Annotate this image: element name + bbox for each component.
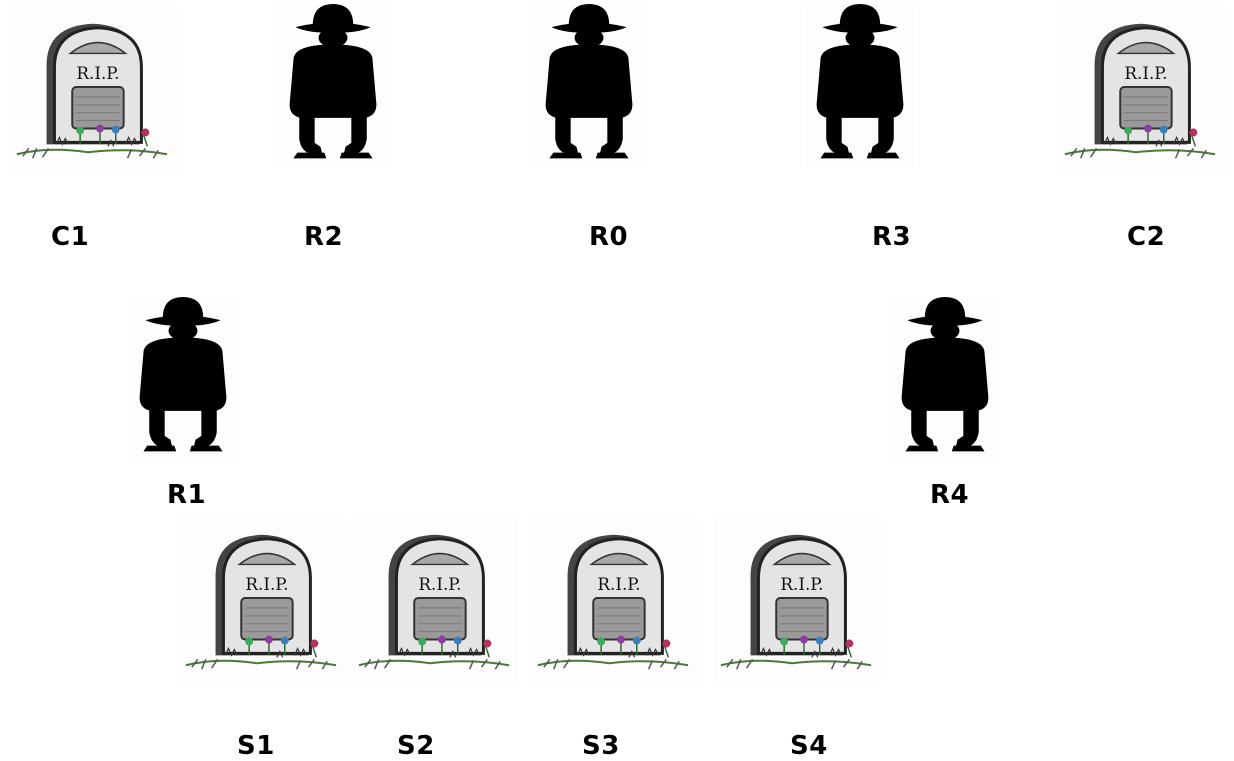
- tombstone-s2: [351, 517, 519, 685]
- label-s3: S3: [582, 733, 620, 759]
- label-s4: S4: [790, 733, 828, 759]
- robber-r4: [890, 297, 1000, 461]
- robber-silhouette-icon: [805, 4, 915, 168]
- label-s2: S2: [397, 733, 435, 759]
- label-s1: S1: [237, 733, 275, 759]
- robber-silhouette-icon: [890, 297, 1000, 461]
- label-r2: R2: [304, 224, 343, 250]
- robber-silhouette-icon: [534, 4, 644, 168]
- robber-r3: [805, 4, 915, 168]
- tombstone-icon: [713, 517, 881, 685]
- tombstone-icon: [351, 517, 519, 685]
- tombstone-c2: [1056, 6, 1226, 174]
- robber-r1: [128, 297, 238, 461]
- tombstone-icon: [1056, 6, 1226, 174]
- tombstone-c1: [8, 6, 178, 174]
- tombstone-icon: [178, 517, 346, 685]
- label-c2: C2: [1127, 224, 1165, 250]
- label-r4: R4: [930, 482, 969, 508]
- robber-r2: [278, 4, 388, 168]
- label-r1: R1: [167, 482, 206, 508]
- robber-r0: [534, 4, 644, 168]
- label-r3: R3: [872, 224, 911, 250]
- label-c1: C1: [51, 224, 89, 250]
- robber-silhouette-icon: [278, 4, 388, 168]
- label-r0: R0: [589, 224, 628, 250]
- robber-silhouette-icon: [128, 297, 238, 461]
- tombstone-s3: [530, 517, 698, 685]
- tombstone-s4: [713, 517, 881, 685]
- tombstone-s1: [178, 517, 346, 685]
- tombstone-icon: [8, 6, 178, 174]
- tombstone-icon: [530, 517, 698, 685]
